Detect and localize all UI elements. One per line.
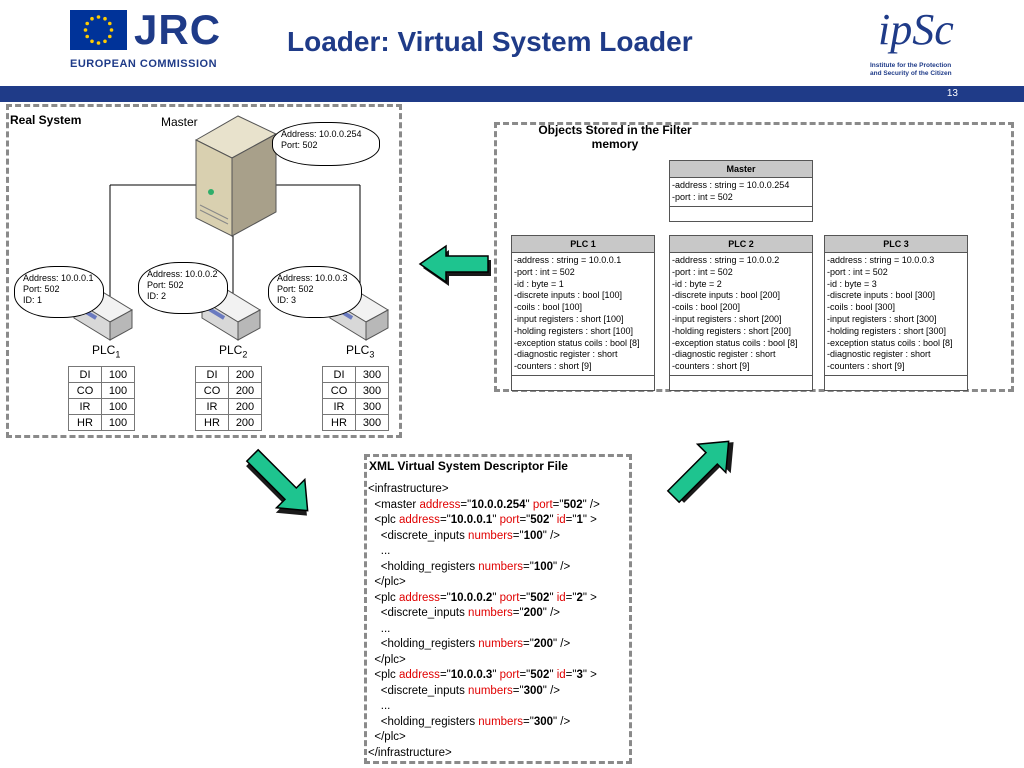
- xml-code-block: <infrastructure> <master address="10.0.0…: [368, 482, 600, 761]
- server-icon: [194, 115, 278, 237]
- uml-attributes: -address : string = 10.0.0.2-port : int …: [670, 253, 812, 376]
- plc3-object-box: PLC 3 -address : string = 10.0.0.3-port …: [824, 235, 968, 391]
- xml-line: <plc address="10.0.0.1" port="502" id="1…: [368, 514, 597, 526]
- uml-header: PLC 2: [670, 236, 812, 253]
- plc2-label: PLC2: [219, 343, 248, 360]
- arrow-up-right-icon: [666, 440, 734, 504]
- xml-line: <master address="10.0.0.254" port="502" …: [368, 498, 600, 511]
- xml-line: <plc address="10.0.0.3" port="502" id="3…: [368, 669, 597, 681]
- master-object-box: Master -address : string = 10.0.0.254 -p…: [669, 160, 813, 222]
- xml-line: <discrete_inputs numbers="300" />: [368, 684, 560, 697]
- xml-line: <plc address="10.0.0.2" port="502" id="2…: [368, 591, 597, 604]
- xml-line: <infrastructure>: [368, 483, 449, 495]
- header-bar: 13: [0, 86, 1024, 102]
- xml-line: ...: [368, 622, 391, 635]
- xml-line: <holding_registers numbers="100" />: [368, 560, 571, 573]
- xml-line: </plc>: [368, 576, 406, 588]
- xml-line: <discrete_inputs numbers="100" />: [368, 529, 560, 542]
- real-system-frame: [6, 104, 402, 438]
- xml-line: ...: [368, 700, 391, 712]
- master-label: Master: [161, 115, 198, 129]
- filter-memory-label: Objects Stored in the Filter memory: [538, 123, 692, 151]
- xml-line: </infrastructure>: [368, 746, 452, 759]
- uml-attributes: -address : string = 10.0.0.3-port : int …: [825, 253, 967, 376]
- ipsc-subtitle: Institute for the Protection and Securit…: [870, 62, 952, 77]
- uml-attributes: -address : string = 10.0.0.254 -port : i…: [670, 178, 812, 207]
- plc2-object-box: PLC 2 -address : string = 10.0.0.2-port …: [669, 235, 813, 391]
- ipsc-logo: ipSc Institute for the Protection and Se…: [870, 4, 980, 80]
- plc3-label: PLC3: [346, 343, 375, 360]
- plc3-address-cloud: Address: 10.0.0.3 Port: 502 ID: 3: [268, 266, 362, 318]
- uml-header: PLC 1: [512, 236, 654, 253]
- xml-line: ...: [368, 545, 391, 557]
- xml-line: <discrete_inputs numbers="200" />: [368, 607, 560, 619]
- plc1-label: PLC1: [92, 343, 121, 360]
- xml-line: <holding_registers numbers="200" />: [368, 638, 571, 650]
- commission-label: EUROPEAN COMMISSION: [70, 58, 218, 70]
- plc1-object-box: PLC 1 -address : string = 10.0.0.1-port …: [511, 235, 655, 391]
- uml-attributes: -address : string = 10.0.0.1-port : int …: [512, 253, 654, 376]
- xml-title: XML Virtual System Descriptor File: [369, 459, 568, 473]
- plc1-address-cloud: Address: 10.0.0.1 Port: 502 ID: 1: [14, 266, 104, 318]
- xml-line: <holding_registers numbers="300" />: [368, 715, 571, 728]
- arrow-down-right-icon: [245, 448, 309, 516]
- uml-header: Master: [670, 161, 812, 178]
- jrc-logo: JRC EUROPEAN COMMISSION: [70, 6, 220, 75]
- slide-number: 13: [946, 88, 958, 99]
- arrow-left-icon: [418, 244, 491, 286]
- xml-line: </plc>: [368, 731, 406, 743]
- page-title: Loader: Virtual System Loader: [287, 26, 693, 57]
- master-address-cloud: Address: 10.0.0.254 Port: 502: [272, 122, 380, 166]
- xml-frame: [364, 454, 632, 764]
- xml-line: </plc>: [368, 653, 406, 666]
- plc2-address-cloud: Address: 10.0.0.2 Port: 502 ID: 2: [138, 262, 228, 314]
- real-system-label: Real System: [10, 113, 82, 127]
- uml-header: PLC 3: [825, 236, 967, 253]
- ipsc-wordmark: ipSc: [878, 5, 954, 54]
- jrc-wordmark: JRC: [134, 6, 222, 53]
- eu-flag-icon: [70, 10, 127, 50]
